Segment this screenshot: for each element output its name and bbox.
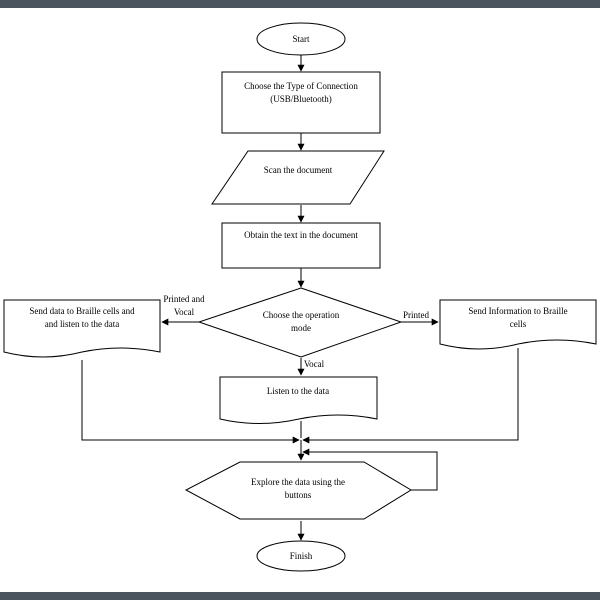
edges bbox=[81, 55, 519, 541]
send-info-document bbox=[439, 299, 597, 350]
choose-mode-decision bbox=[197, 287, 403, 358]
send-braille-vocal-line1: Send data to Braille cells and bbox=[29, 306, 135, 316]
edge-label-printed-vocal-line1: Printed and bbox=[163, 294, 205, 304]
explore-preparation-hexagon bbox=[184, 461, 412, 520]
node-obtain-text: Obtain the text in the document bbox=[221, 222, 381, 269]
edge-label-printed: Printed bbox=[403, 310, 429, 320]
top-frame-bar bbox=[0, 0, 600, 8]
node-scan-document: Scan the document bbox=[211, 150, 385, 205]
node-choose-connection: Choose the Type of Connection (USB/Bluet… bbox=[221, 71, 381, 134]
edge-label-printed-vocal-line2: Vocal bbox=[174, 307, 195, 317]
send-braille-vocal-document bbox=[3, 299, 161, 358]
obtain-process-box bbox=[221, 222, 381, 269]
scan-io-parallelogram bbox=[211, 150, 385, 205]
start-terminal bbox=[256, 22, 346, 56]
connection-process-box bbox=[221, 71, 381, 134]
node-explore: Explore the data using the buttons bbox=[184, 461, 412, 520]
edge-send-braille-vocal-to-explore bbox=[81, 360, 300, 444]
edge-labels: Printed and Vocal Printed Vocal bbox=[163, 294, 429, 369]
node-listen: Listen to the data bbox=[219, 376, 378, 424]
finish-label: Finish bbox=[290, 551, 313, 561]
listen-label: Listen to the data bbox=[267, 386, 329, 396]
edge-send-info-to-explore bbox=[302, 348, 519, 444]
connection-label-line1: Choose the Type of Connection bbox=[244, 81, 358, 91]
send-info-line2: cells bbox=[510, 319, 527, 329]
node-send-braille-vocal: Send data to Braille cells and and liste… bbox=[3, 299, 161, 358]
explore-label-line2: buttons bbox=[285, 490, 312, 500]
start-label: Start bbox=[293, 34, 310, 44]
node-finish: Finish bbox=[256, 540, 346, 572]
edge-explore-loop bbox=[302, 448, 438, 491]
edge-label-vocal: Vocal bbox=[304, 359, 325, 369]
listen-document bbox=[219, 376, 378, 424]
node-choose-mode: Choose the operation mode bbox=[197, 287, 403, 358]
node-start: Start bbox=[256, 22, 346, 56]
finish-terminal bbox=[256, 540, 346, 572]
choose-label-line1: Choose the operation bbox=[263, 310, 340, 320]
explore-label-line1: Explore the data using the bbox=[251, 477, 345, 487]
connection-label-line2: (USB/Bluetooth) bbox=[270, 94, 332, 104]
send-info-line1: Send Information to Braille bbox=[468, 306, 567, 316]
choose-label-line2: mode bbox=[291, 323, 311, 333]
bottom-frame-bar bbox=[0, 592, 600, 600]
send-braille-vocal-line2: and listen to the data bbox=[45, 319, 119, 329]
scan-label: Scan the document bbox=[264, 165, 333, 175]
node-send-info: Send Information to Braille cells bbox=[439, 299, 597, 350]
obtain-label: Obtain the text in the document bbox=[244, 230, 358, 240]
